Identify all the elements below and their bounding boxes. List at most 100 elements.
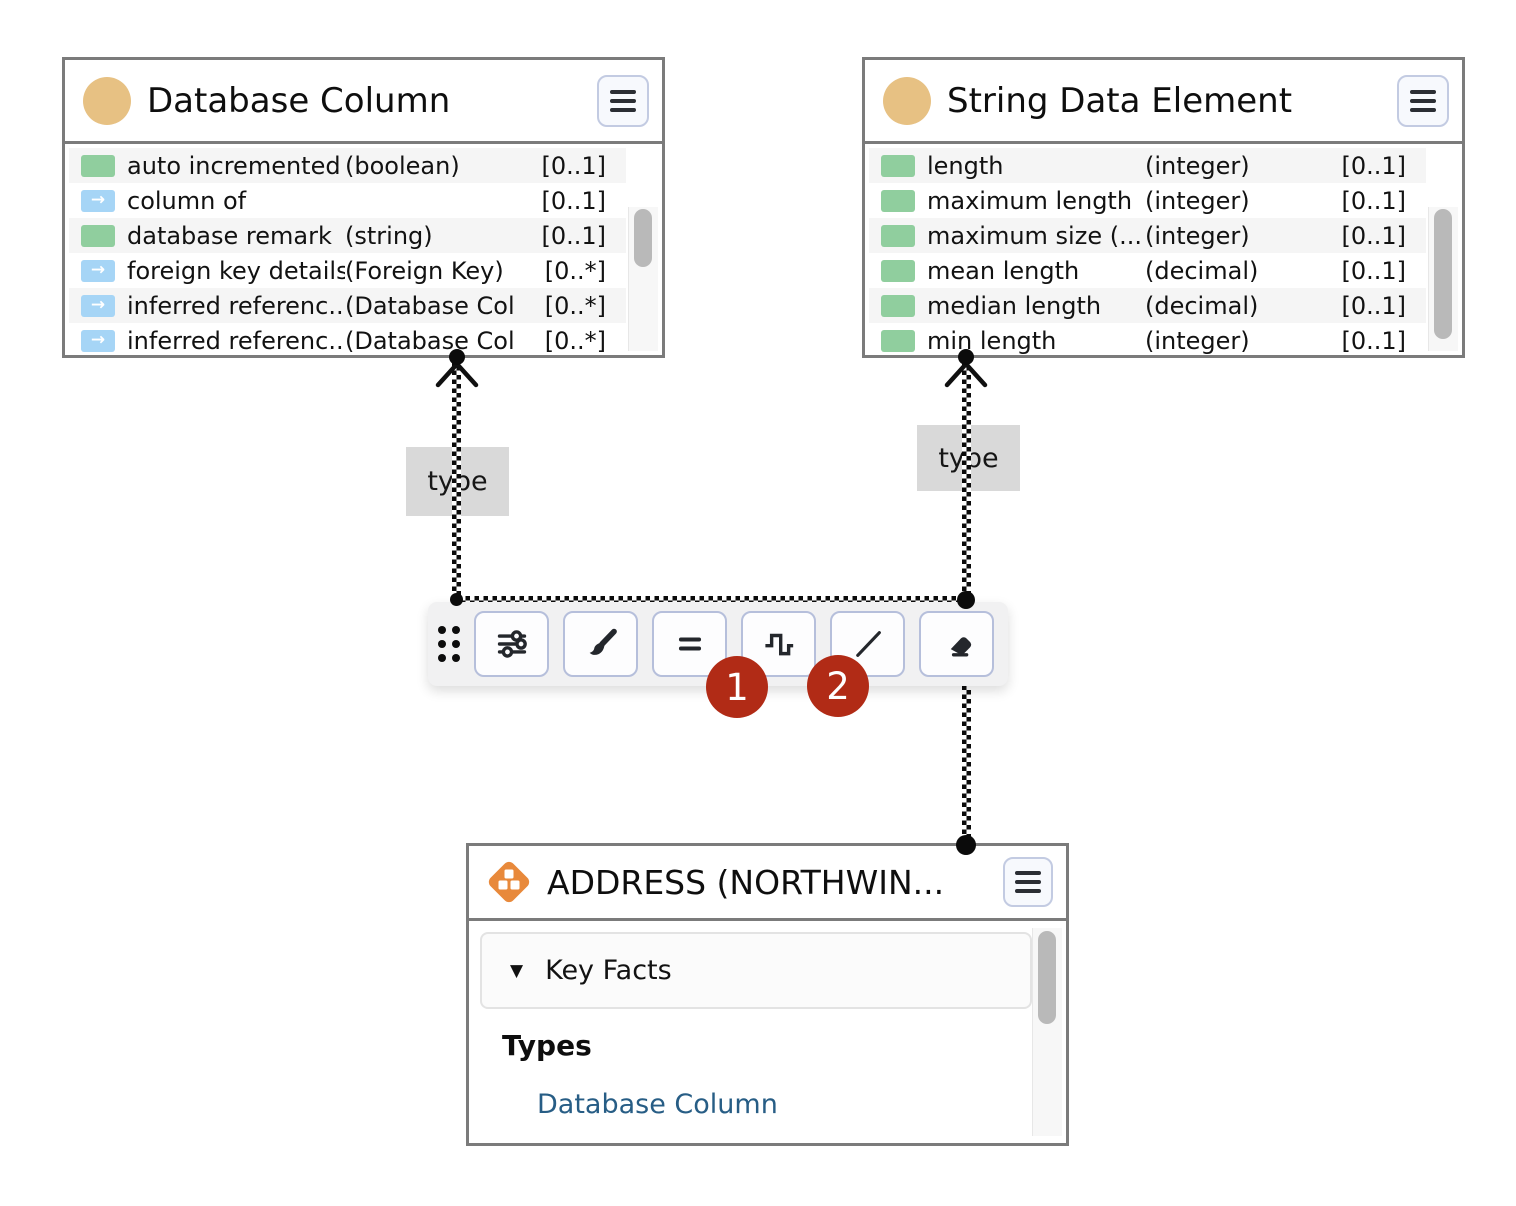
key-facts-section-toggle[interactable]: ▼ Key Facts bbox=[480, 932, 1032, 1009]
node-title: Database Column bbox=[147, 80, 451, 121]
dataset-diamond-icon bbox=[488, 861, 530, 903]
scrollbar[interactable] bbox=[1428, 207, 1458, 351]
callout-badge-1: 1 bbox=[706, 656, 768, 718]
paintbrush-icon bbox=[589, 628, 617, 655]
scrollbar-thumb[interactable] bbox=[1038, 931, 1056, 1024]
eraser-icon bbox=[950, 637, 971, 657]
attribute-cardinality: [0..1] bbox=[1341, 291, 1406, 320]
attribute-type: (integer) bbox=[1145, 186, 1250, 215]
attribute-name: min length bbox=[927, 326, 1057, 355]
badge-number: 1 bbox=[725, 665, 749, 709]
node-menu-button[interactable] bbox=[1003, 857, 1053, 907]
attribute-cardinality: [0..*] bbox=[544, 326, 606, 355]
step-line-icon bbox=[764, 633, 793, 656]
node-header[interactable]: ADDRESS (NORTHWIN... bbox=[469, 846, 1066, 921]
attribute-row[interactable]: median length (decimal) [0..1] bbox=[869, 288, 1426, 323]
attribute-type: (Database Colu... bbox=[345, 326, 514, 355]
attribute-row[interactable]: → inferred referenc... (Database Colu...… bbox=[69, 288, 626, 323]
scrollbar[interactable] bbox=[628, 207, 658, 351]
attribute-cardinality: [0..1] bbox=[1341, 326, 1406, 355]
attribute-type: (Database Colu... bbox=[345, 291, 514, 320]
attribute-name: column of bbox=[127, 186, 247, 215]
node-database-column[interactable]: Database Column auto incremented (boolea… bbox=[62, 57, 665, 358]
edge-junction-dot[interactable] bbox=[957, 591, 975, 609]
edge-type-to-database-column[interactable] bbox=[452, 357, 461, 600]
chevron-down-icon: ▼ bbox=[510, 960, 524, 981]
reference-arrow-icon: → bbox=[81, 189, 115, 212]
attribute-row[interactable]: min length (integer) [0..1] bbox=[869, 323, 1426, 355]
attribute-type: (integer) bbox=[1145, 326, 1250, 355]
reference-arrow-icon: → bbox=[81, 259, 115, 282]
attribute-type: (string) bbox=[345, 221, 433, 250]
attribute-name: median length bbox=[927, 291, 1102, 320]
attribute-icon bbox=[881, 154, 915, 177]
scrollbar-thumb[interactable] bbox=[634, 209, 652, 267]
toolbar-button-sliders[interactable] bbox=[474, 611, 549, 677]
attribute-name: inferred referenc... bbox=[127, 326, 345, 355]
attribute-row[interactable]: maximum length (integer) [0..1] bbox=[869, 183, 1426, 218]
arrowhead-up-left bbox=[435, 361, 479, 388]
node-menu-button[interactable] bbox=[597, 74, 649, 127]
attribute-row[interactable]: maximum size (... (integer) [0..1] bbox=[869, 218, 1426, 253]
scrollbar[interactable] bbox=[1032, 928, 1062, 1136]
equals-icon bbox=[678, 637, 701, 651]
attribute-row[interactable]: database remark (string) [0..1] bbox=[69, 218, 626, 253]
reference-arrow-icon: → bbox=[81, 329, 115, 352]
toolbar-button-eraser[interactable] bbox=[919, 611, 994, 677]
edge-endpoint-dot[interactable] bbox=[958, 349, 974, 365]
attribute-cardinality: [0..1] bbox=[541, 221, 606, 250]
node-menu-button[interactable] bbox=[1397, 74, 1449, 127]
attribute-row[interactable]: mean length (decimal) [0..1] bbox=[869, 253, 1426, 288]
attribute-row[interactable]: → column of [0..1] bbox=[69, 183, 626, 218]
toolbar-button-paintbrush[interactable] bbox=[563, 611, 638, 677]
attribute-type: (Foreign Key) bbox=[345, 256, 504, 285]
attribute-row[interactable]: length (integer) [0..1] bbox=[869, 148, 1426, 183]
edge-endpoint-dot[interactable] bbox=[956, 835, 976, 855]
node-address-northwind[interactable]: ADDRESS (NORTHWIN... ▼ Key Facts Types D… bbox=[466, 843, 1069, 1146]
node-header[interactable]: Database Column bbox=[65, 60, 662, 144]
attribute-name: maximum size (... bbox=[927, 221, 1142, 250]
attribute-cardinality: [0..1] bbox=[541, 151, 606, 180]
class-circle-icon bbox=[83, 76, 131, 125]
key-facts-label: Key Facts bbox=[545, 955, 672, 986]
attribute-cardinality: [0..1] bbox=[1341, 221, 1406, 250]
edge-bend-dot[interactable] bbox=[450, 593, 463, 606]
attribute-name: auto incremented bbox=[127, 151, 341, 180]
node-body: ▼ Key Facts Types Database Column bbox=[469, 921, 1066, 1143]
attribute-row[interactable]: auto incremented (boolean) [0..1] bbox=[69, 148, 626, 183]
badge-number: 2 bbox=[826, 664, 850, 708]
attribute-name: inferred referenc... bbox=[127, 291, 345, 320]
attribute-row[interactable]: → foreign key details (Foreign Key) [0..… bbox=[69, 253, 626, 288]
diagonal-line-icon bbox=[855, 631, 881, 657]
attribute-cardinality: [0..*] bbox=[544, 256, 606, 285]
attribute-type: (integer) bbox=[1145, 221, 1250, 250]
scrollbar-thumb[interactable] bbox=[1434, 209, 1452, 339]
arrowhead-up-right bbox=[944, 361, 988, 388]
attribute-type: (integer) bbox=[1145, 151, 1250, 180]
attribute-list[interactable]: auto incremented (boolean) [0..1] → colu… bbox=[69, 148, 626, 355]
node-string-data-element[interactable]: String Data Element length (integer) [0.… bbox=[862, 57, 1465, 358]
attribute-icon bbox=[81, 154, 115, 177]
sliders-icon bbox=[497, 630, 527, 658]
attribute-name: maximum length bbox=[927, 186, 1133, 215]
attribute-row[interactable]: → inferred referenc... (Database Colu...… bbox=[69, 323, 626, 355]
attribute-cardinality: [0..1] bbox=[1341, 186, 1406, 215]
attribute-icon bbox=[881, 189, 915, 212]
attribute-cardinality: [0..*] bbox=[544, 291, 606, 320]
drag-handle-icon[interactable] bbox=[438, 626, 460, 662]
attribute-name: foreign key details bbox=[127, 256, 345, 285]
callout-badge-2: 2 bbox=[807, 655, 869, 717]
hamburger-menu-icon bbox=[1015, 871, 1041, 875]
node-title: ADDRESS (NORTHWIN... bbox=[547, 862, 945, 902]
attribute-list[interactable]: length (integer) [0..1] maximum length (… bbox=[869, 148, 1426, 355]
edge-endpoint-dot[interactable] bbox=[449, 349, 465, 365]
edge-horizontal-segment[interactable] bbox=[452, 596, 971, 605]
attribute-cardinality: [0..1] bbox=[1341, 151, 1406, 180]
attribute-type: (boolean) bbox=[345, 151, 460, 180]
hamburger-menu-icon bbox=[610, 89, 636, 94]
attribute-icon bbox=[881, 329, 915, 352]
type-link-database-column[interactable]: Database Column bbox=[537, 1089, 778, 1120]
attribute-cardinality: [0..1] bbox=[1341, 256, 1406, 285]
node-header[interactable]: String Data Element bbox=[865, 60, 1462, 144]
